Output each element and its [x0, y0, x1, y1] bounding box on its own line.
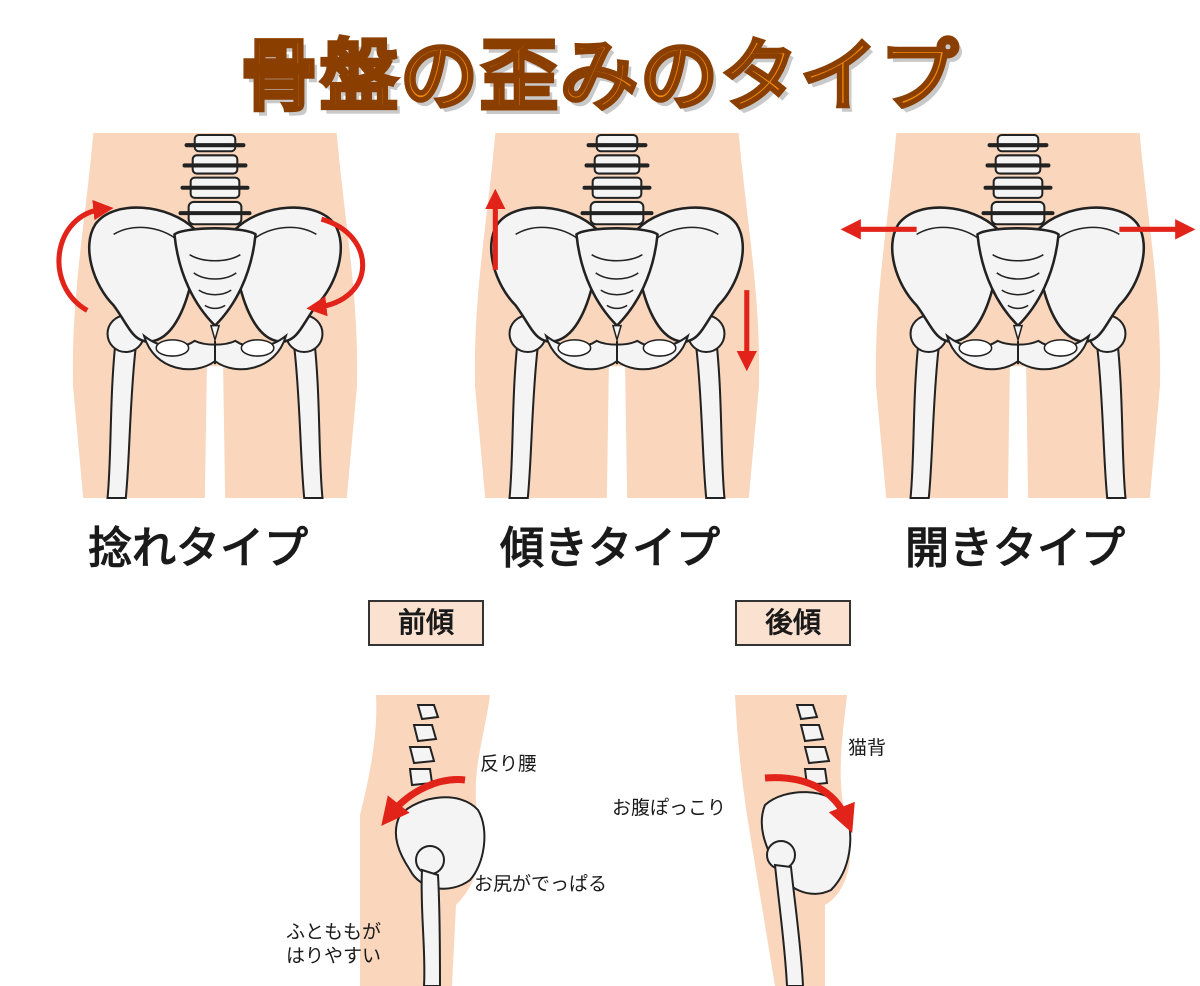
- anterior-tilt-diagram: [360, 695, 490, 986]
- posterior-rotate-arrow: [764, 774, 855, 833]
- page-title: 骨盤の歪みのタイプ: [238, 31, 960, 124]
- rotate-arrow-right: [306, 216, 366, 317]
- twisted-type-label: 捻れタイプ: [88, 523, 308, 574]
- thigh-annotation-line2: はりやすい: [286, 945, 382, 967]
- anterior-tilt-label: 前傾: [368, 600, 484, 646]
- cat-back-annotation: 猫背: [848, 737, 887, 759]
- tilted-pelvis-diagram: [467, 133, 767, 498]
- thigh-annotation-line1: ふとももが: [286, 921, 382, 943]
- buttocks-annotation: お尻がでっぱる: [474, 873, 608, 895]
- open-type-label: 開きタイプ: [905, 523, 1125, 574]
- anterior-rotate-arrow: [381, 776, 466, 826]
- posterior-tilt-diagram: [735, 695, 855, 986]
- open-pelvis-diagram: [840, 133, 1196, 498]
- belly-annotation: お腹ぽっこり: [612, 797, 727, 819]
- rotate-arrow-left: [56, 199, 114, 313]
- posterior-tilt-label: 後傾: [735, 600, 851, 646]
- tilted-type-label: 傾きタイプ: [500, 523, 720, 574]
- twisted-pelvis-diagram: [56, 133, 366, 498]
- sway-back-annotation: 反り腰: [480, 753, 538, 775]
